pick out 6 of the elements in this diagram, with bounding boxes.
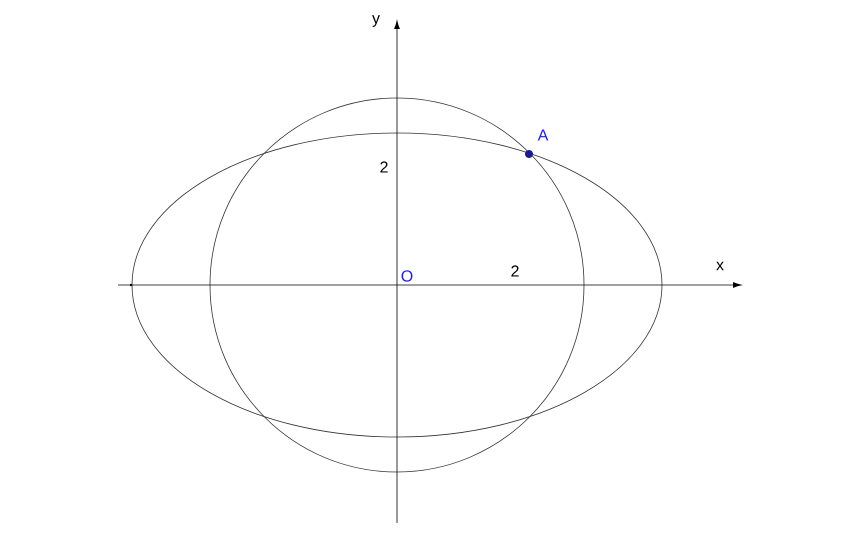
axis-label: 2 bbox=[511, 265, 519, 277]
axis-label: y bbox=[372, 15, 380, 27]
axis-label: A bbox=[538, 130, 548, 140]
axis-label: 2 bbox=[380, 161, 388, 173]
axis-label: O bbox=[402, 270, 412, 282]
axis-label: x bbox=[716, 262, 724, 270]
